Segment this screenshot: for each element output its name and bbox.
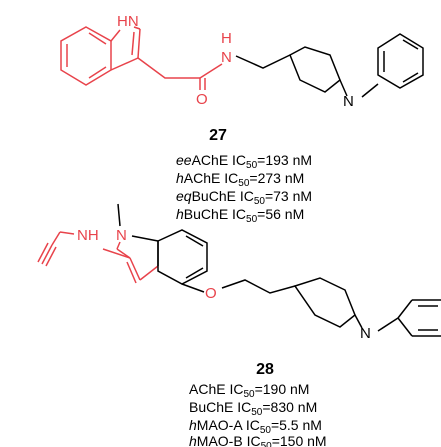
compound-28-activity-4: hMAO-B IC50=150 nM xyxy=(189,433,327,447)
compound-28-structure: NH N O N xyxy=(37,203,441,342)
compound-28-activity-2: BuChE IC50=830 nM xyxy=(189,399,317,418)
compound-27-amide-n-label: N xyxy=(221,49,232,66)
compound-28-indole-n-label: N xyxy=(116,227,127,244)
compound-27-structure: HN H N O N xyxy=(60,13,424,110)
compound-28-ether-o-label: O xyxy=(205,285,217,302)
compound-28-activity-list: AChE IC50=190 nM BuChE IC50=830 nM hMAO-… xyxy=(189,381,327,447)
compound-27-piperidine-benzyl xyxy=(235,33,424,98)
compound-28-amine-nh-label: NH xyxy=(77,227,99,244)
compound-27-indole-nh-label: HN xyxy=(117,13,139,30)
compound-27-activity-1: eeAChE IC50=193 nM xyxy=(176,152,312,171)
compound-27-amide-h-label: H xyxy=(221,30,232,47)
compound-28-propargylamine xyxy=(37,231,159,284)
compound-28-id: 28 xyxy=(256,361,274,378)
compound-28-activity-1: AChE IC50=190 nM xyxy=(189,381,309,400)
compound-27-carbonyl-o-label: O xyxy=(196,91,208,108)
compound-27-activity-4: hBuChE IC50=56 nM xyxy=(176,206,304,225)
compound-27-piperidine-n-label: N xyxy=(343,93,354,110)
compound-28-piperidine-n-label: N xyxy=(360,325,371,342)
compound-27-id: 27 xyxy=(209,127,227,144)
compound-27-activity-list: eeAChE IC50=193 nM hAChE IC50=273 nM eqB… xyxy=(176,152,312,225)
compound-28-activity-3: hMAO-A IC50=5.5 nM xyxy=(189,417,322,436)
compound-28-indole-core xyxy=(117,203,441,337)
compound-27-activity-2: hAChE IC50=273 nM xyxy=(176,170,304,189)
compound-27-activity-3: eqBuChE IC50=73 nM xyxy=(176,188,312,207)
compound-27-indole xyxy=(60,26,223,90)
